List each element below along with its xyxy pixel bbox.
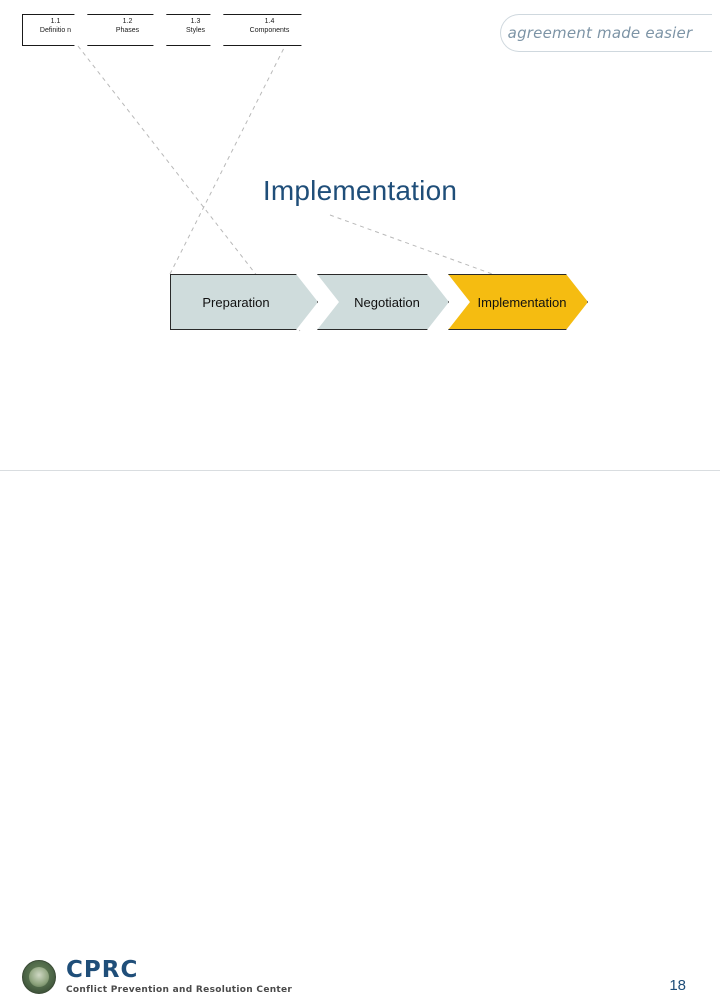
agency-seal-icon [22, 960, 56, 994]
breadcrumb-item-label: Phases [115, 27, 140, 34]
slide: 1.1 Definitio n 1.2 Phases 1.3 Styles 1.… [0, 14, 720, 995]
brand-tagline: agreement made easier [500, 14, 720, 54]
perspective-guide-lines [77, 43, 573, 332]
process-step-implementation[interactable]: Implementation [448, 274, 588, 330]
tagline-text: agreement made easier [507, 24, 693, 42]
breadcrumb-item-label: Components [249, 27, 290, 34]
agency-seal-inner [29, 967, 49, 987]
process-chevron-diagram: Preparation Negotiation Implementation [170, 274, 587, 330]
process-step-label: Preparation [202, 294, 270, 310]
footer-divider [0, 470, 720, 471]
process-step-label: Negotiation [354, 294, 420, 310]
page-number: 18 [669, 977, 686, 994]
breadcrumb-item-definition[interactable]: 1.1 Definitio n [22, 14, 88, 46]
breadcrumb: 1.1 Definitio n 1.2 Phases 1.3 Styles 1.… [22, 14, 314, 46]
breadcrumb-item-label: Definitio n [39, 27, 72, 34]
guide-line-upper [169, 43, 287, 275]
breadcrumb-item-components[interactable]: 1.4 Components [223, 14, 315, 46]
cprc-logo-subtitle: Conflict Prevention and Resolution Cente… [66, 985, 293, 995]
breadcrumb-item-styles[interactable]: 1.3 Styles [166, 14, 224, 46]
breadcrumb-item-number: 1.1 [50, 18, 61, 25]
breadcrumb-item-phases[interactable]: 1.2 Phases [87, 14, 167, 46]
breadcrumb-item-number: 1.3 [190, 18, 201, 25]
process-step-preparation[interactable]: Preparation [170, 274, 318, 330]
footer: CPRC Conflict Prevention and Resolution … [0, 471, 720, 995]
process-step-negotiation[interactable]: Negotiation [317, 274, 449, 330]
breadcrumb-item-number: 1.2 [122, 18, 133, 25]
cprc-logo-title: CPRC [66, 957, 139, 983]
breadcrumb-item-number: 1.4 [264, 18, 275, 25]
tagline-pill-shape [500, 14, 712, 52]
process-step-label: Implementation [477, 294, 567, 310]
page-title: Implementation [262, 175, 458, 206]
breadcrumb-item-label: Styles [185, 27, 206, 34]
cprc-logo: CPRC Conflict Prevention and Resolution … [66, 958, 292, 995]
